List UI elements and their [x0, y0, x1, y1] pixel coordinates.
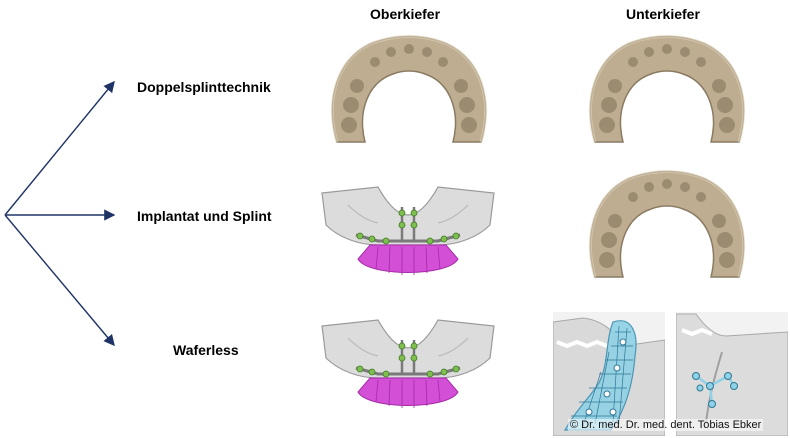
- row-label-implantat-und-splint: Implantat und Splint: [137, 208, 272, 224]
- mandible-plate-image: [676, 312, 788, 436]
- row-label-waferless: Waferless: [173, 342, 239, 358]
- splint-image-unterkiefer-row2: [583, 165, 751, 295]
- maxilla-implant-image-row2: [318, 185, 498, 285]
- row-label-doppelsplinttechnik: Doppelsplinttechnik: [137, 79, 271, 95]
- column-header-oberkiefer: Oberkiefer: [370, 6, 441, 22]
- arrow-to-waferless: [4, 214, 115, 347]
- arrow-to-doppelsplinttechnik: [4, 80, 115, 216]
- mandible-mesh-image: [553, 312, 665, 436]
- splint-image-oberkiefer-row1: [325, 30, 493, 160]
- column-header-unterkiefer: Unterkiefer: [626, 6, 700, 22]
- copyright-notice: © Dr. med. Dr. med. dent. Tobias Ebker: [568, 419, 764, 431]
- splint-image-unterkiefer-row1: [583, 30, 751, 160]
- branch-arrows: [4, 80, 116, 347]
- maxilla-implant-image-row3: [318, 318, 498, 418]
